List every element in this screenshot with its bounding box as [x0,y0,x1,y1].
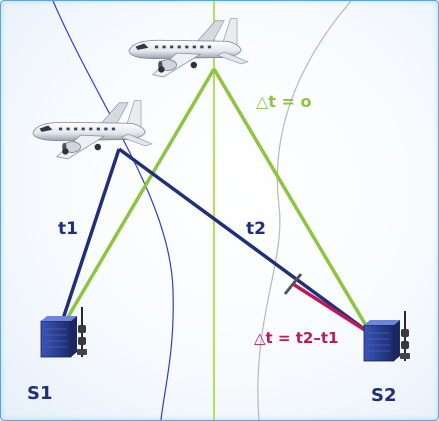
path-green-s2 [212,68,373,335]
label-t2: t2 [246,219,266,239]
label-s2: S2 [371,385,397,406]
aircraft-upper [128,18,249,78]
path-blue-t1 [56,148,121,335]
hyperbola-blue [52,1,174,420]
path-green-s1 [56,68,216,335]
airplane-icon [128,18,249,78]
ground-station-icon [363,310,411,362]
station-s2 [363,310,411,362]
crossing-tick [283,273,303,295]
label-t1: t1 [58,219,78,239]
label-s1: S1 [27,383,53,404]
airplane-icon [32,100,153,160]
label-delta-zero: △t = o [256,92,312,111]
aircraft-lower [32,100,153,160]
label-delta-diff: △t = t2–t1 [254,329,338,347]
hyperbola-gray [257,1,352,420]
delta-segment [292,282,372,336]
path-blue-t2 [117,147,373,336]
